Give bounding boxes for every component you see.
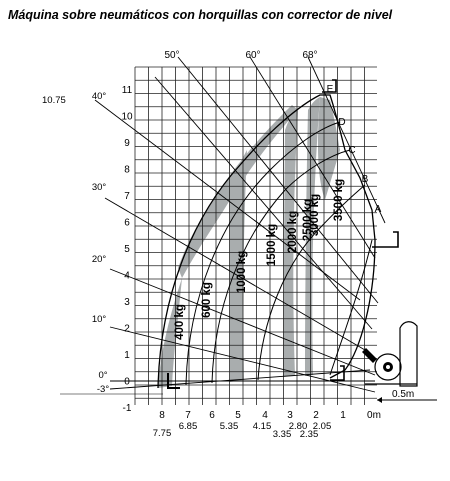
angle-label: 68° <box>302 50 317 61</box>
y-tick-label: 6 <box>124 218 130 229</box>
load-zone-boundary <box>257 184 366 381</box>
boom-ray <box>104 197 366 351</box>
x-tick-label: 2.80 <box>289 421 308 432</box>
x-tick-label: 2.05 <box>313 421 332 432</box>
load-zone-shade <box>178 105 298 278</box>
x-tick-label: 3.35 <box>273 429 292 440</box>
x-tick-label: 5 <box>235 410 241 421</box>
boom-ray <box>94 99 361 301</box>
x-tick-label: 1 <box>340 410 346 421</box>
fork-icon <box>167 373 180 389</box>
x-tick-label: 2.35 <box>300 429 319 440</box>
y-tick-label: 11 <box>122 85 133 96</box>
load-zone-boundary <box>211 149 351 384</box>
x-tick-label: 8 <box>159 410 165 421</box>
x-tick-label: 7 <box>185 410 191 421</box>
y-tick-label: 4 <box>124 271 130 282</box>
y-tick-label: 9 <box>124 138 130 149</box>
lift-envelope <box>157 94 376 389</box>
x-tick-label: 5.35 <box>220 421 239 432</box>
load-zone-boundary <box>329 239 373 376</box>
point-label: D <box>338 117 345 128</box>
boom-ray <box>177 56 379 304</box>
y-tick-label: -1 <box>123 403 132 414</box>
x-tick-label: 7.75 <box>153 428 172 439</box>
angle-label: 40° <box>92 91 107 102</box>
chart-title: Máquina sobre neumáticos con horquillas … <box>8 8 393 22</box>
y-tick-label: 3 <box>124 297 130 308</box>
point-label: B <box>362 174 369 185</box>
point-label: C <box>348 145 355 156</box>
load-zone-label: 1500 kg <box>266 224 278 266</box>
point-label: A <box>375 204 382 215</box>
load-zone-shade <box>317 97 340 200</box>
boom-ray <box>249 56 376 259</box>
x-tick-label: 6 <box>209 410 215 421</box>
load-zone-label: 600 kg <box>201 282 213 318</box>
angle-label: 0° <box>98 370 107 381</box>
fork-icon <box>322 79 337 93</box>
load-zone-label: 2500 kg <box>302 199 314 241</box>
y-tick-label: 7 <box>124 191 130 202</box>
angle-label: 20° <box>92 254 107 265</box>
load-zones <box>158 97 340 388</box>
dimension-label: 0.5m <box>392 389 414 400</box>
wheel-icon <box>374 353 402 381</box>
machine-cab <box>399 321 418 387</box>
arrow-icon <box>377 397 382 403</box>
x-tick-label: 0m <box>367 410 381 421</box>
x-tick-label: 4.15 <box>253 421 272 432</box>
machine-outline <box>60 79 437 403</box>
x-tick-label: 4 <box>262 410 268 421</box>
point-label: E <box>327 84 334 95</box>
boom-rays <box>94 56 386 393</box>
angle-label: 10° <box>92 314 107 325</box>
boom-ray <box>154 76 373 330</box>
fork-icon <box>372 231 399 248</box>
load-zone-label: 3000 kg <box>309 194 321 236</box>
y-tick-label: 10 <box>121 112 133 123</box>
y-tick-label: 5 <box>124 244 130 255</box>
load-zone-label: 3500 kg <box>333 179 345 221</box>
wheel-hub-icon <box>386 365 390 369</box>
fork-icon <box>330 365 345 381</box>
y-tick-label: 0 <box>124 377 130 388</box>
boom-ray <box>307 56 386 224</box>
y-tick-label: 8 <box>124 165 130 176</box>
x-tick-label: 6.85 <box>179 421 198 432</box>
angle-label: 30° <box>92 182 107 193</box>
boom-pivot-icon <box>362 348 377 363</box>
load-zone-label: 2000 kg <box>287 211 299 253</box>
x-tick-label: 3 <box>287 410 293 421</box>
angle-label: 50° <box>164 50 179 61</box>
y-tick-label: 2 <box>124 324 130 335</box>
angle-label: -3° <box>97 384 109 395</box>
angle-label: 60° <box>245 50 260 61</box>
load-zone-shade <box>283 110 298 377</box>
load-zone-label: 400 kg <box>174 304 186 340</box>
x-tick-label: 2 <box>313 410 319 421</box>
angle-label: 10.75 <box>42 95 66 106</box>
load-zone-label: 1000 kg <box>236 251 248 293</box>
boom-ray <box>109 369 371 390</box>
y-tick-label: 1 <box>124 350 130 361</box>
boom-ray <box>109 268 376 376</box>
